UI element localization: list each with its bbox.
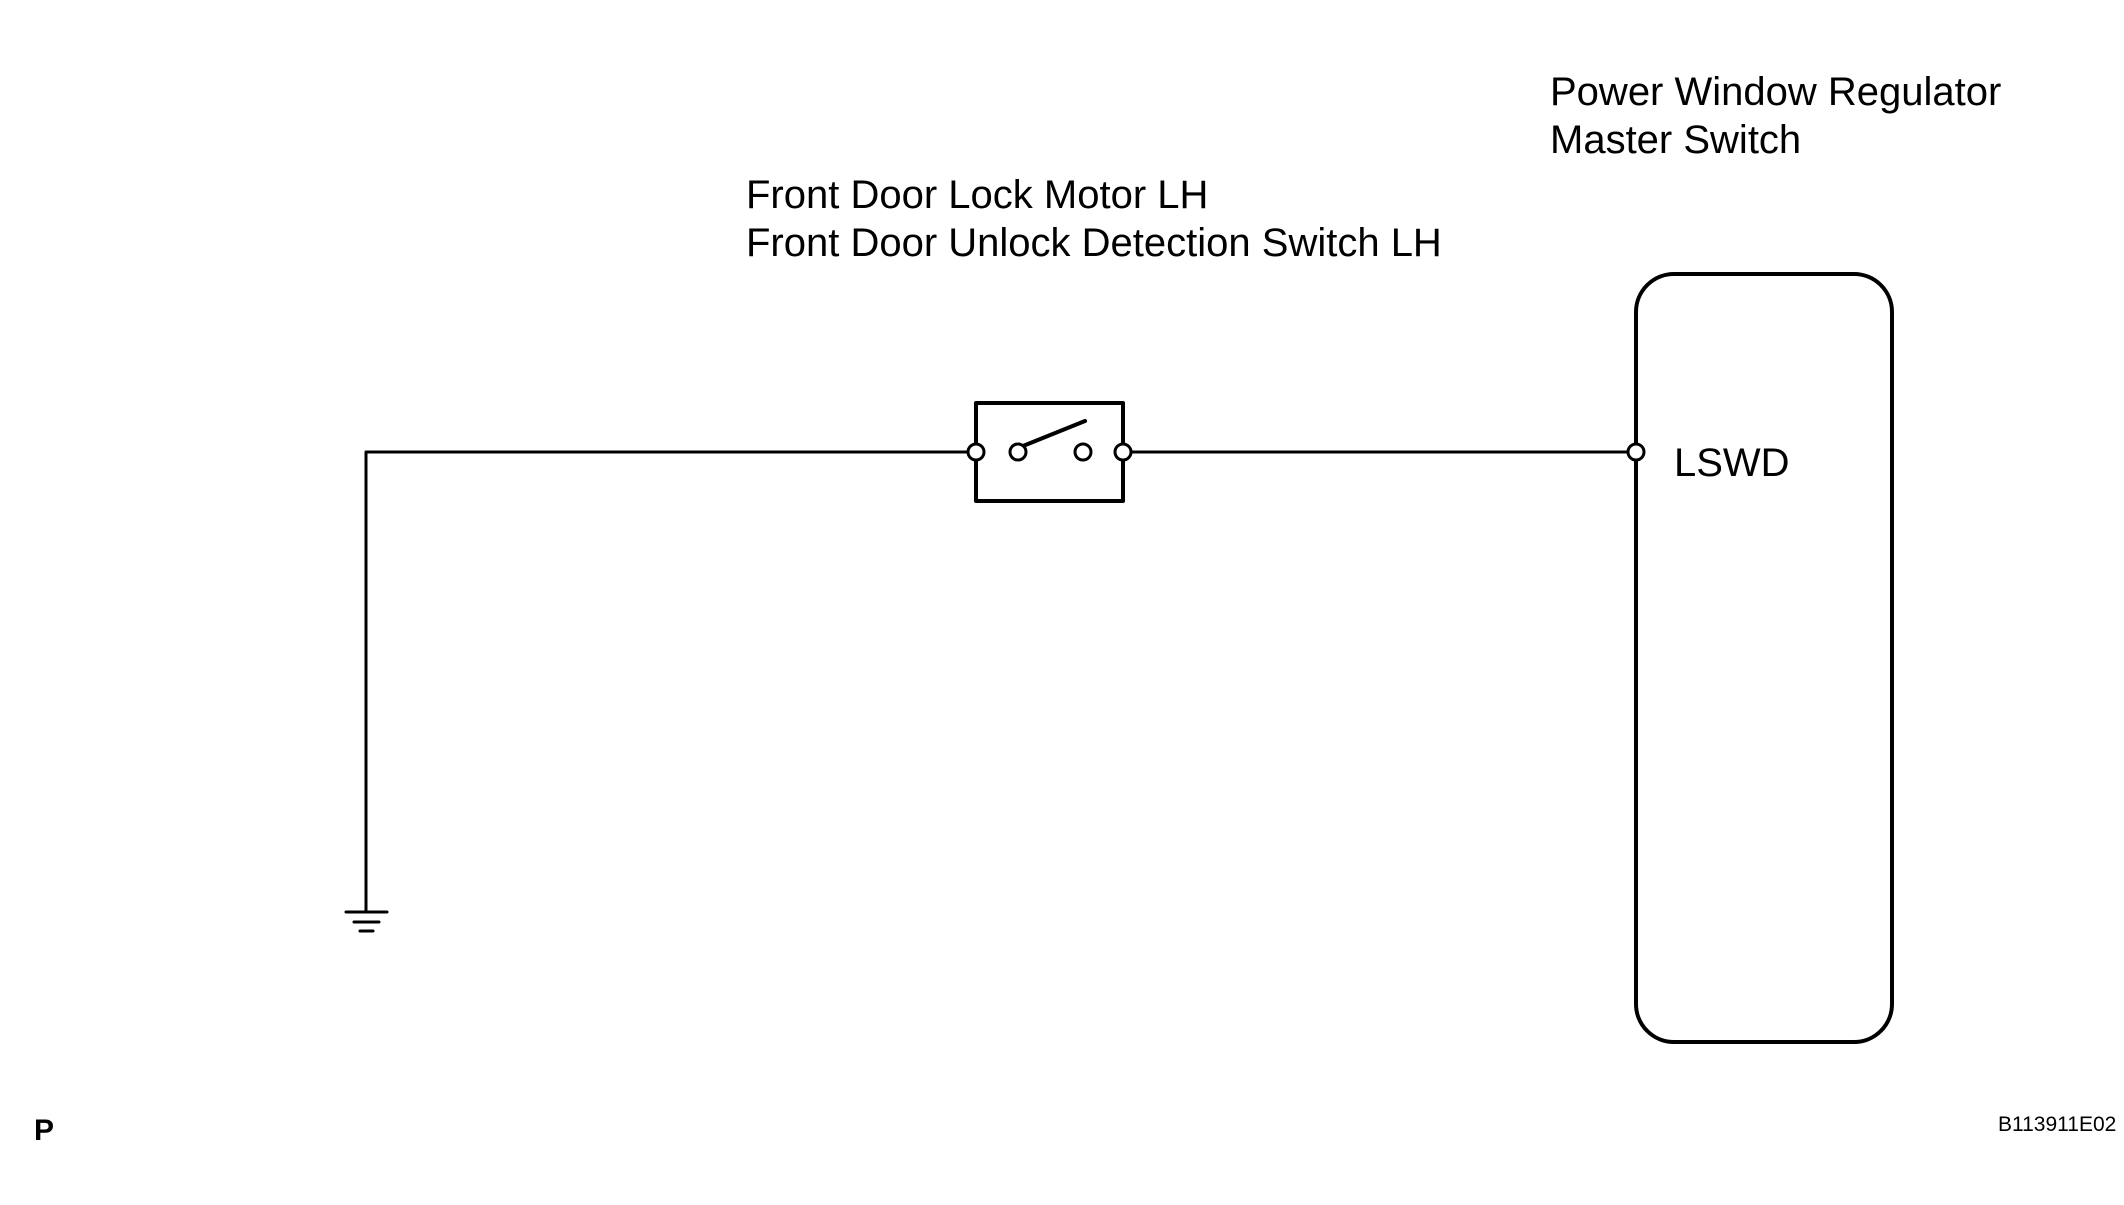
ground-wire	[364, 450, 976, 914]
master-switch-block	[1634, 272, 1894, 1044]
lock-motor-label-line2: Front Door Unlock Detection Switch LH	[746, 221, 1442, 265]
lock-motor-label: Front Door Lock Motor LH Front Door Unlo…	[746, 171, 1442, 267]
page-marker: P	[34, 1114, 55, 1147]
switch-contact-open	[1073, 442, 1093, 462]
switch-housing	[974, 401, 1125, 503]
switch-contact-arm	[1016, 419, 1087, 450]
terminal-label: LSWD	[1674, 441, 1790, 485]
switch-terminal-left	[966, 442, 986, 462]
master-switch-label-line1: Power Window Regulator	[1550, 70, 2002, 114]
switch-contact-fixed	[1008, 442, 1028, 462]
ground-icon	[344, 910, 389, 933]
master-switch-label-line2: Master Switch	[1550, 118, 1802, 162]
switch-terminal-right	[1113, 442, 1133, 462]
figure-code: B113911E02	[1998, 1113, 2117, 1136]
lswd-terminal-node	[1626, 442, 1646, 462]
unlock-detection-switch	[966, 401, 1133, 503]
master-switch-label: Power Window Regulator Master Switch	[1550, 68, 2001, 164]
lock-motor-label-line1: Front Door Lock Motor LH	[746, 173, 1209, 217]
